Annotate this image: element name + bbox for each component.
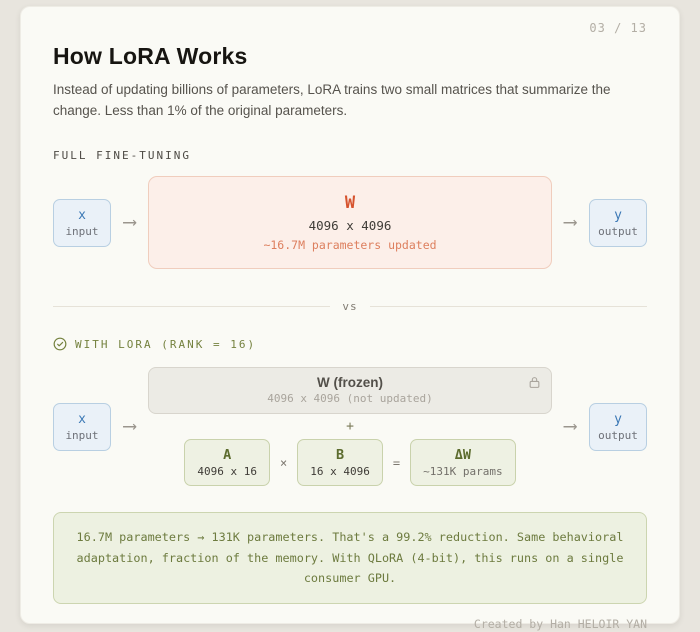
input-symbol: x bbox=[78, 411, 86, 427]
equals-operator: = bbox=[392, 455, 401, 470]
output-label: output bbox=[598, 428, 638, 442]
output-box: y output bbox=[589, 402, 647, 451]
matrix-a-name: A bbox=[223, 447, 232, 464]
frozen-weight-name: W (frozen) bbox=[317, 375, 383, 391]
matrix-b-dims: 16 x 4096 bbox=[310, 465, 370, 479]
times-operator: × bbox=[280, 455, 288, 470]
plus-operator: + bbox=[346, 419, 354, 435]
input-symbol: x bbox=[78, 207, 86, 223]
matrix-b-box: B 16 x 4096 bbox=[297, 439, 383, 487]
input-label: input bbox=[65, 224, 99, 238]
weight-matrix-note: ~16.7M parameters updated bbox=[263, 238, 437, 253]
frozen-weight-dims: 4096 x 4096 (not updated) bbox=[267, 392, 433, 406]
lock-icon bbox=[528, 376, 541, 389]
with-lora-label: WITH LORA (RANK = 16) bbox=[53, 337, 647, 351]
right-arrow-icon: ⟶ bbox=[124, 211, 136, 234]
output-symbol: y bbox=[614, 411, 622, 427]
with-lora-label-text: WITH LORA (RANK = 16) bbox=[75, 337, 257, 351]
right-arrow-icon: ⟶ bbox=[564, 211, 576, 234]
lora-center-stack: W (frozen) 4096 x 4096 (not updated) + A… bbox=[148, 367, 552, 487]
input-box: x input bbox=[53, 402, 111, 451]
output-box: y output bbox=[589, 198, 647, 247]
full-finetuning-diagram: x input ⟶ W 4096 x 4096 ~16.7M parameter… bbox=[53, 176, 647, 270]
output-symbol: y bbox=[614, 207, 622, 223]
page-subtitle: Instead of updating billions of paramete… bbox=[53, 82, 611, 119]
lora-diagram: x input ⟶ W (frozen) 4096 x 4096 (not up… bbox=[53, 367, 647, 487]
divider-line bbox=[53, 306, 331, 308]
matrix-b-name: B bbox=[335, 447, 345, 464]
vs-divider: vs bbox=[53, 300, 647, 313]
delta-weight-name: ΔW bbox=[454, 447, 471, 464]
summary-callout: 16.7M parameters → 131K parameters. That… bbox=[53, 512, 647, 605]
output-label: output bbox=[598, 224, 638, 238]
weight-matrix-name: W bbox=[344, 193, 356, 214]
vs-label: vs bbox=[342, 300, 358, 314]
summary-text: 16.7M parameters → 131K parameters. That… bbox=[76, 530, 624, 586]
frozen-weight-box: W (frozen) 4096 x 4096 (not updated) bbox=[148, 367, 552, 415]
full-finetuning-label: FULL FINE-TUNING bbox=[53, 149, 191, 163]
delta-weight-box: ΔW ~131K params bbox=[410, 439, 516, 487]
page-number: 03 / 13 bbox=[589, 21, 647, 35]
input-label: input bbox=[65, 428, 99, 442]
lora-matrices-row: A 4096 x 16 × B 16 x 4096 = ΔW ~131K par… bbox=[148, 439, 551, 487]
credit-line: Created by Han HELOIR YAN bbox=[473, 617, 647, 632]
delta-weight-dims: ~131K params bbox=[423, 465, 503, 479]
divider-line bbox=[369, 306, 647, 308]
matrix-a-dims: 4096 x 16 bbox=[197, 465, 258, 479]
page-title: How LoRA Works bbox=[53, 43, 248, 69]
slide-card: 03 / 13 How LoRA Works Instead of updati… bbox=[20, 6, 680, 631]
input-box: x input bbox=[53, 198, 111, 247]
right-arrow-icon: ⟶ bbox=[124, 415, 136, 438]
check-circle-icon bbox=[53, 337, 67, 351]
matrix-a-box: A 4096 x 16 bbox=[184, 439, 271, 487]
weight-matrix-box: W 4096 x 4096 ~16.7M parameters updated bbox=[148, 176, 552, 270]
right-arrow-icon: ⟶ bbox=[564, 415, 576, 438]
weight-matrix-dims: 4096 x 4096 bbox=[308, 218, 392, 234]
